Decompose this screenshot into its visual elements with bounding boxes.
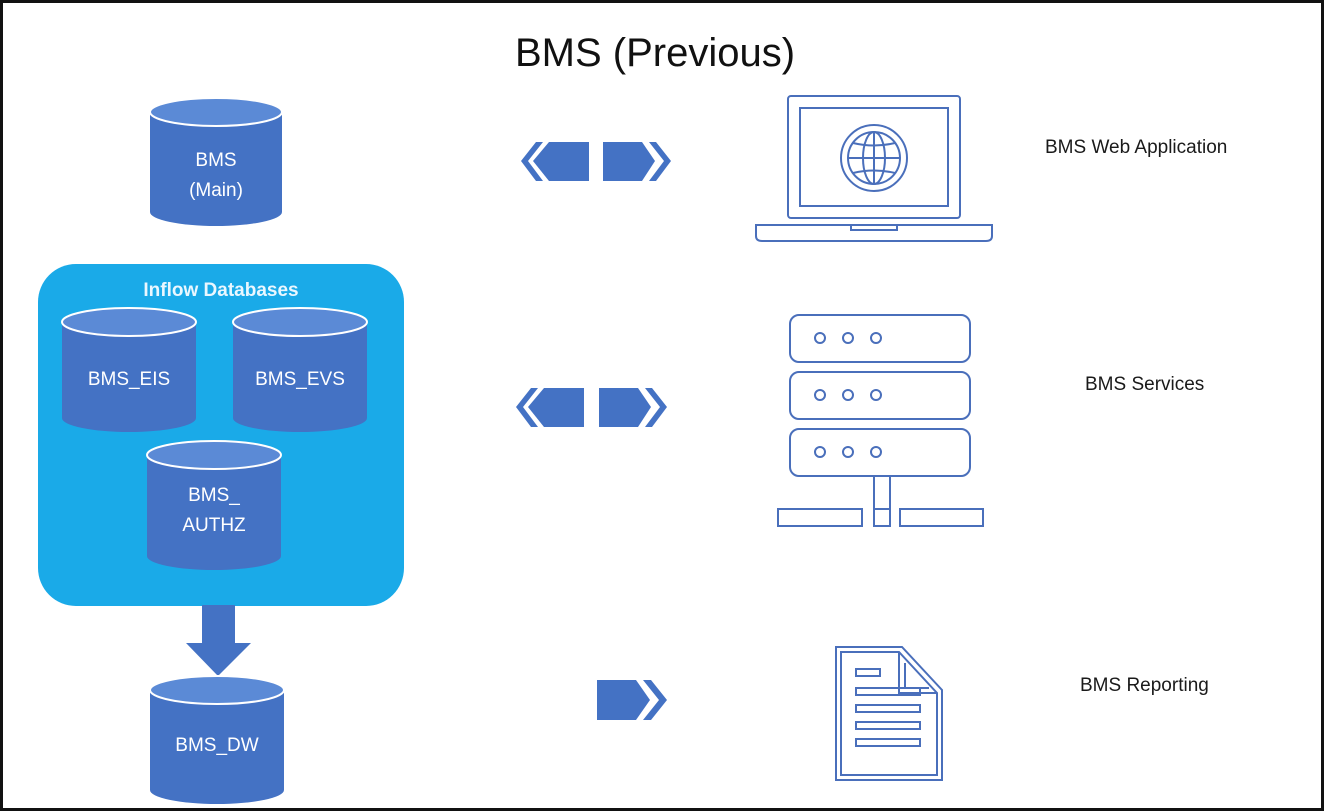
web-app-label: BMS Web Application (1045, 137, 1227, 158)
database-bms-authz: BMS_ AUTHZ (146, 440, 282, 570)
group-label: Inflow Databases (143, 280, 298, 301)
down-arrow-icon (186, 605, 251, 676)
database-label: BMS_DW (175, 735, 258, 756)
database-label: BMS_ (188, 485, 240, 506)
database-label: BMS (195, 150, 236, 171)
database-label: (Main) (189, 180, 243, 201)
database-label: BMS_EIS (88, 369, 170, 390)
database-bms-dw: BMS_DW (149, 675, 285, 804)
diagram-title: BMS (Previous) (515, 31, 795, 75)
database-bms-eis: BMS_EIS (61, 307, 197, 432)
database-label: BMS_EVS (255, 369, 345, 390)
database-label: AUTHZ (182, 515, 246, 536)
database-bms-main: BMS (Main) (149, 97, 283, 226)
document-icon (835, 646, 943, 781)
services-label: BMS Services (1085, 374, 1204, 395)
database-bms-evs: BMS_EVS (232, 307, 368, 432)
bidirectional-arrow-icon (521, 142, 671, 181)
reporting-label: BMS Reporting (1080, 675, 1209, 696)
bidirectional-arrow-icon (516, 388, 667, 427)
laptop-globe-icon (755, 95, 993, 242)
forward-arrow-icon (597, 680, 667, 720)
server-rack-icon (777, 314, 984, 527)
